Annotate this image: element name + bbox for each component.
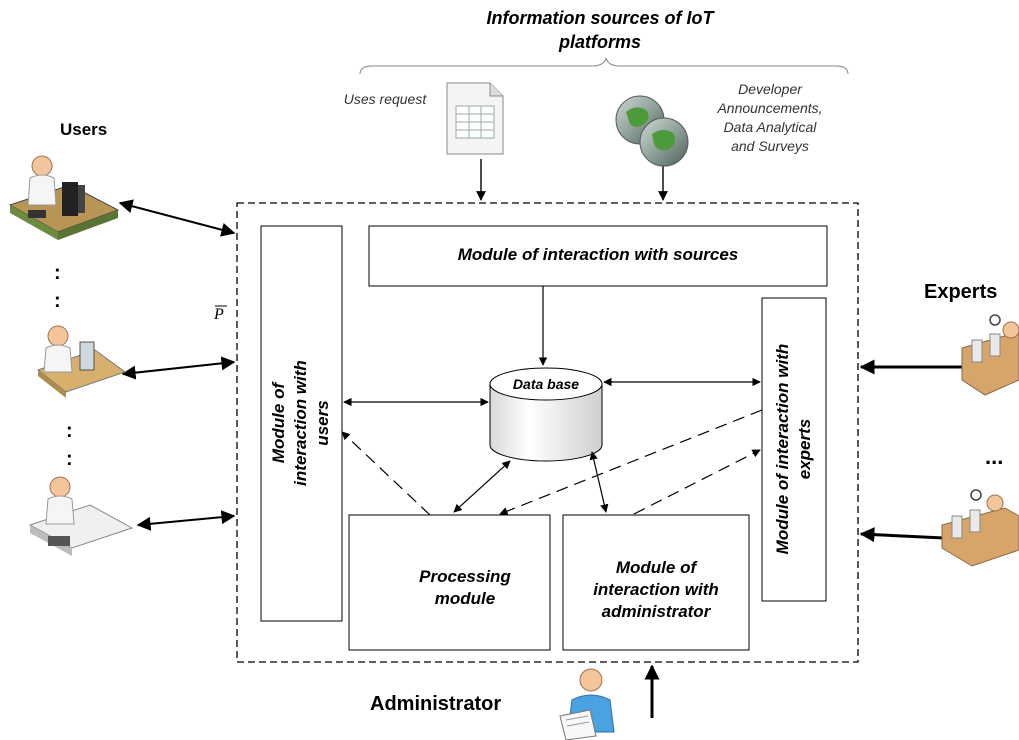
users-ellipsis-2: : (54, 290, 61, 312)
database-cylinder[interactable] (489, 367, 603, 462)
users-module-label: Module of interaction with users (268, 273, 334, 573)
users-module-line2: interaction with (290, 360, 310, 486)
system-boundary (236, 202, 859, 663)
user2-arrow (121, 356, 236, 380)
processing-line1: Processing (419, 567, 511, 586)
header-title: Information sources of IoT platforms (400, 6, 800, 55)
header-title-line2: platforms (558, 32, 641, 53)
admin-line1: Module of (615, 558, 697, 577)
processing-to-users-dashed (341, 431, 431, 516)
expert-icon-2 (941, 489, 1019, 567)
sources-module-box[interactable] (368, 225, 828, 287)
admin-line2: interaction with (593, 580, 719, 600)
sources-module-label: Module of interaction with sources (457, 245, 739, 264)
developer-line1: Developer (738, 81, 802, 97)
experts-module-line2: experts (795, 418, 814, 480)
database-label: Data base (512, 376, 580, 392)
user-workstation-icon-1 (8, 155, 120, 240)
processing-module-label: Processing module (395, 566, 535, 610)
experts-to-processing-dashed (499, 409, 763, 516)
admin-line3: administrator (601, 602, 711, 622)
users-ellipsis-4: : (66, 448, 73, 470)
users-ellipsis-1: : (54, 262, 61, 284)
administrator-icon (559, 668, 615, 740)
uses-request-label: Uses request (343, 91, 427, 107)
processing-line2: module (434, 589, 496, 609)
sources-brace (359, 57, 849, 75)
expert-icon-1 (961, 314, 1019, 396)
db-processing-arrow (453, 460, 511, 513)
user-workstation-icon-3 (28, 476, 134, 556)
request-document-icon (446, 82, 504, 155)
developer-line2: Announcements, (717, 99, 823, 116)
user3-arrow (136, 510, 236, 531)
users-ellipsis-3: : (66, 420, 73, 442)
p-bar-label: P (214, 306, 224, 323)
user1-arrow (118, 199, 236, 237)
expert2-arrow (859, 527, 945, 543)
globe-icon (615, 95, 689, 167)
user-workstation-icon-2 (36, 325, 127, 398)
administrator-label: Administrator (370, 693, 502, 715)
header-title-line1: Information sources of IoT (486, 8, 714, 28)
experts-module-line1: Module of interaction with (772, 343, 792, 555)
admin-module-box[interactable] (562, 514, 750, 651)
users-module-line1: Module of (268, 382, 288, 464)
experts-label: Experts (924, 281, 998, 303)
admin-module-label: Module of interaction with administrator (563, 557, 749, 623)
users-label: Users (60, 120, 108, 139)
experts-module-label: Module of interaction with experts (772, 304, 816, 594)
developer-line4: and Surveys (731, 137, 809, 154)
db-admin-arrow (589, 451, 609, 513)
admin-to-experts-dashed (633, 449, 761, 515)
experts-module-box[interactable] (761, 297, 827, 602)
processing-module-box[interactable] (348, 514, 551, 651)
developer-line3: Data Analytical (723, 118, 817, 135)
experts-ellipsis: ... (985, 444, 1004, 469)
users-module-box[interactable] (260, 225, 343, 622)
developer-sources-label: Developer Announcements, Data Analytical… (685, 80, 855, 156)
users-module-line3: users (313, 400, 333, 446)
